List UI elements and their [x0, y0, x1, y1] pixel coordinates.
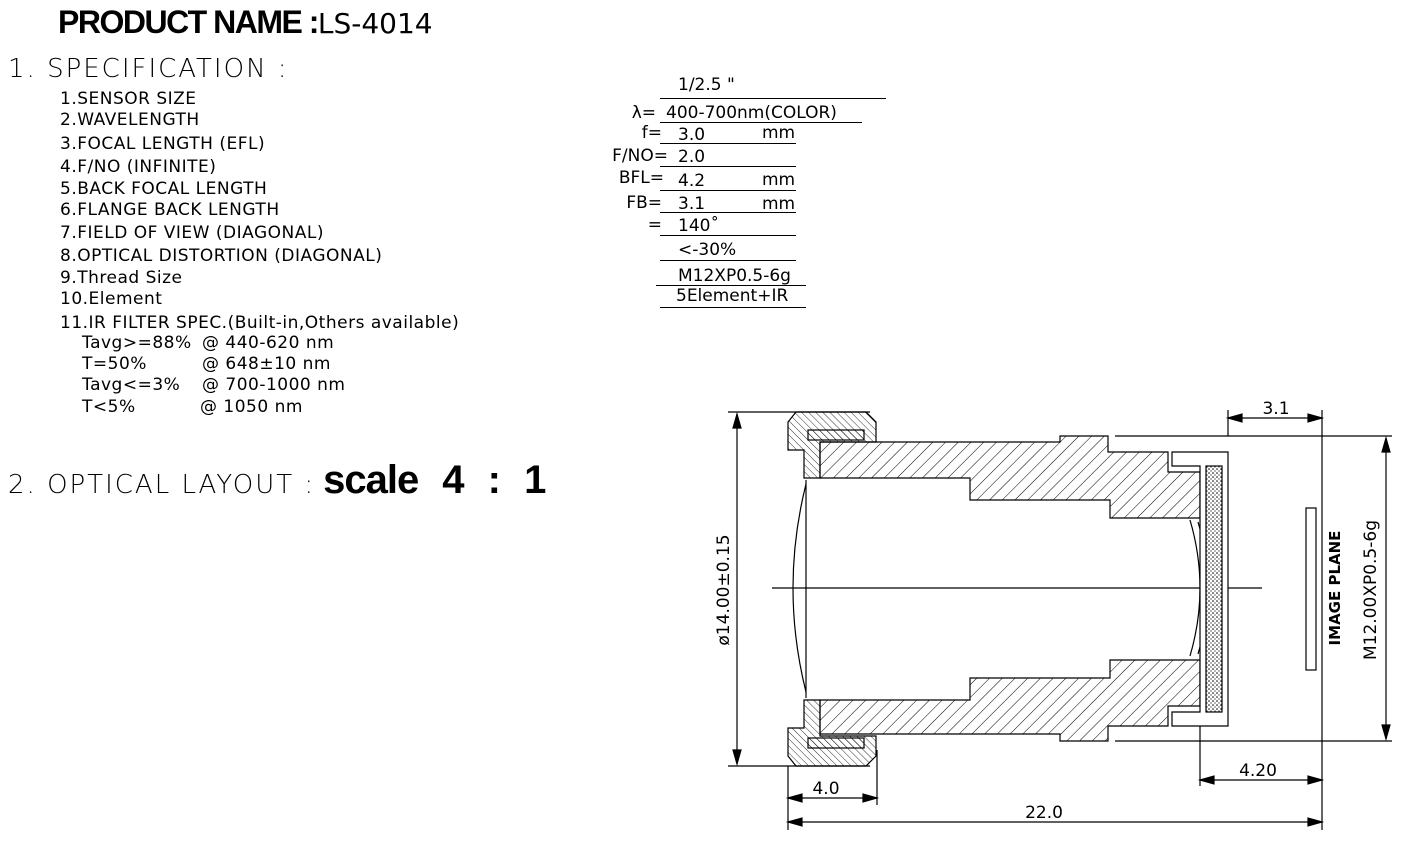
value-distortion: <-30% [678, 240, 737, 260]
scale-label: scale [323, 458, 419, 502]
label-focal-length: f= [641, 123, 662, 143]
underline [660, 190, 796, 191]
spec-item: 9.Thread Size [60, 268, 183, 288]
scale-ratio: 4 : 1 [442, 458, 553, 502]
label-wavelength: λ= [631, 103, 656, 123]
product-title: PRODUCT NAME :LS-4014 [58, 4, 433, 41]
value-fov: 140˚ [678, 216, 719, 236]
spec-item: 3.FOCAL LENGTH (EFL) [60, 134, 266, 154]
underline [660, 122, 862, 123]
ir-param: T=50% [82, 354, 147, 374]
ir-range: @ 648±10 nm [202, 354, 331, 374]
underline [660, 98, 886, 99]
retaining-ring-bottom [787, 699, 877, 767]
value-sensor-size: 1/2.5 " [678, 75, 735, 95]
dim-thread: M12.00XP0.5-6g [1361, 520, 1381, 660]
ir-range: @ 1050 nm [200, 397, 303, 417]
spec-item: 4.F/NO (INFINITE) [60, 157, 217, 177]
value-wavelength: 400-700nm(COLOR) [666, 103, 837, 123]
section-optical-layout-label: 2. OPTICAL LAYOUT : [8, 470, 316, 500]
ring-insert-top [807, 429, 865, 441]
spec-item: 1.SENSOR SIZE [60, 89, 197, 109]
spec-item: 8.OPTICAL DISTORTION (DIAGONAL) [60, 246, 383, 266]
front-lens [792, 483, 807, 693]
underline [660, 166, 796, 167]
dim-fb: 3.1 [1262, 399, 1289, 419]
label-fb: FB= [626, 193, 662, 213]
value-element: 5Element+IR [676, 286, 789, 306]
dim-flange: 4.0 [812, 779, 839, 799]
underline [660, 260, 796, 261]
underline [660, 235, 796, 236]
spec-item: 11.IR FILTER SPEC.(Built-in,Others avail… [60, 313, 460, 333]
label-f-number: F/NO= [612, 146, 668, 166]
image-plane-label: IMAGE PLANE [1326, 531, 1344, 646]
image-plane-rect [1305, 507, 1317, 671]
section-optical-layout: 2. OPTICAL LAYOUT :scale 4 : 1 [8, 458, 552, 503]
spec-item: 2.WAVELENGTH [60, 110, 200, 130]
unit-focal-length: mm [762, 123, 796, 143]
spec-item: 10.Element [60, 289, 163, 309]
unit-fb: mm [762, 194, 796, 214]
spec-item: 5.BACK FOCAL LENGTH [60, 179, 268, 199]
underline [660, 212, 796, 213]
dim-diameter: ø14.00±0.15 [714, 534, 734, 645]
value-focal-length: 3.0 [678, 125, 706, 145]
dim-total: 22.0 [1025, 803, 1063, 823]
unit-bfl: mm [762, 170, 796, 190]
value-fb: 3.1 [678, 194, 706, 214]
underline [660, 307, 806, 308]
product-label: PRODUCT NAME : [58, 4, 319, 40]
value-bfl: 4.2 [678, 171, 706, 191]
ir-range: @ 440-620 nm [202, 333, 335, 353]
ir-param: Tavg<=3% [82, 375, 181, 395]
label-bfl: BFL= [618, 168, 664, 188]
ir-filter [1205, 465, 1223, 713]
spec-item: 6.FLANGE BACK LENGTH [60, 200, 280, 220]
label-fov: = [647, 215, 662, 235]
retaining-ring-top [787, 411, 877, 479]
value-thread-size: M12XP0.5-6g [678, 266, 791, 286]
ir-range: @ 700-1000 nm [202, 375, 346, 395]
barrel-bottom [819, 659, 1201, 742]
spec-item: 7.FIELD OF VIEW (DIAGONAL) [60, 223, 324, 243]
underline [660, 143, 796, 144]
product-name: LS-4014 [317, 7, 433, 40]
section-specification: 1. SPECIFICATION : [8, 54, 289, 84]
ir-param: T<5% [82, 397, 136, 417]
barrel-top [819, 435, 1201, 519]
value-f-number: 2.0 [678, 147, 706, 167]
ir-param: Tavg>=88% [82, 333, 192, 353]
underline [656, 285, 806, 286]
dim-bfl: 4.20 [1239, 761, 1277, 781]
ring-insert-bottom [807, 737, 865, 749]
